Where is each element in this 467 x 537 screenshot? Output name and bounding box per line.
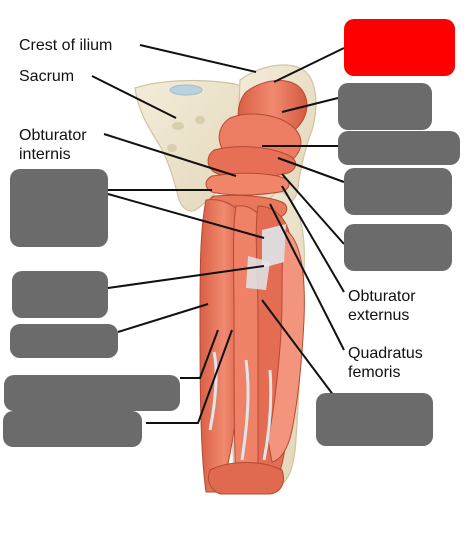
- label-quadratus-femoris: Quadratus femoris: [348, 345, 423, 381]
- answer-box-left-5[interactable]: [3, 411, 142, 447]
- leader-lines: [91, 44, 345, 424]
- answer-box-right-4[interactable]: [344, 168, 452, 215]
- tendon: [262, 224, 286, 268]
- answer-box-left-2[interactable]: [12, 271, 108, 318]
- leader-box-left-5: [146, 329, 233, 424]
- sacral-foramen: [195, 116, 205, 124]
- label-crest-of-ilium: Crest of ilium: [19, 37, 113, 54]
- gemellus-muscle: [205, 172, 290, 196]
- label-obturator-internis: Obturator internis: [19, 127, 87, 163]
- tendon: [246, 256, 270, 290]
- adductor-magnus-muscle: [267, 229, 305, 463]
- leader-box-lower-right: [261, 299, 335, 397]
- label-sacrum: Sacrum: [19, 68, 75, 85]
- answer-box-left-3[interactable]: [10, 324, 118, 358]
- answer-box-lower-right[interactable]: [316, 393, 433, 446]
- leader-box-right-2: [281, 97, 339, 113]
- leader-obturator-externus: [281, 185, 345, 293]
- leader-box-left-3: [117, 303, 209, 333]
- knee-region: [207, 462, 284, 495]
- leader-obturator-internis: [103, 133, 237, 177]
- tendon: [240, 359, 250, 461]
- answer-box-left-1[interactable]: [10, 169, 108, 247]
- answer-box-left-4[interactable]: [4, 375, 180, 411]
- sacral-foramen: [172, 122, 184, 130]
- answer-box-right-2[interactable]: [338, 83, 432, 130]
- leader-box-left-4: [180, 329, 219, 379]
- leader-box-left-2: [107, 265, 265, 289]
- leader-sacrum: [91, 75, 177, 119]
- tendon: [262, 369, 273, 461]
- sacrum-top: [169, 84, 203, 96]
- answer-box-right-5[interactable]: [344, 224, 452, 271]
- label-obturator-externus: Obturator externus: [348, 288, 416, 324]
- leader-quadratus-femoris: [269, 203, 345, 351]
- leader-box-left-1b: [107, 193, 265, 239]
- leader-box-right-4: [277, 157, 345, 183]
- answer-box-right-3[interactable]: [338, 131, 460, 165]
- leader-box-upper-right: [273, 47, 345, 83]
- tendon: [208, 351, 218, 431]
- sacral-foramen: [167, 144, 177, 152]
- leader-box-right-5: [281, 173, 345, 245]
- leader-crest-of-ilium: [139, 44, 257, 73]
- answer-box-upper-right[interactable]: [344, 19, 455, 76]
